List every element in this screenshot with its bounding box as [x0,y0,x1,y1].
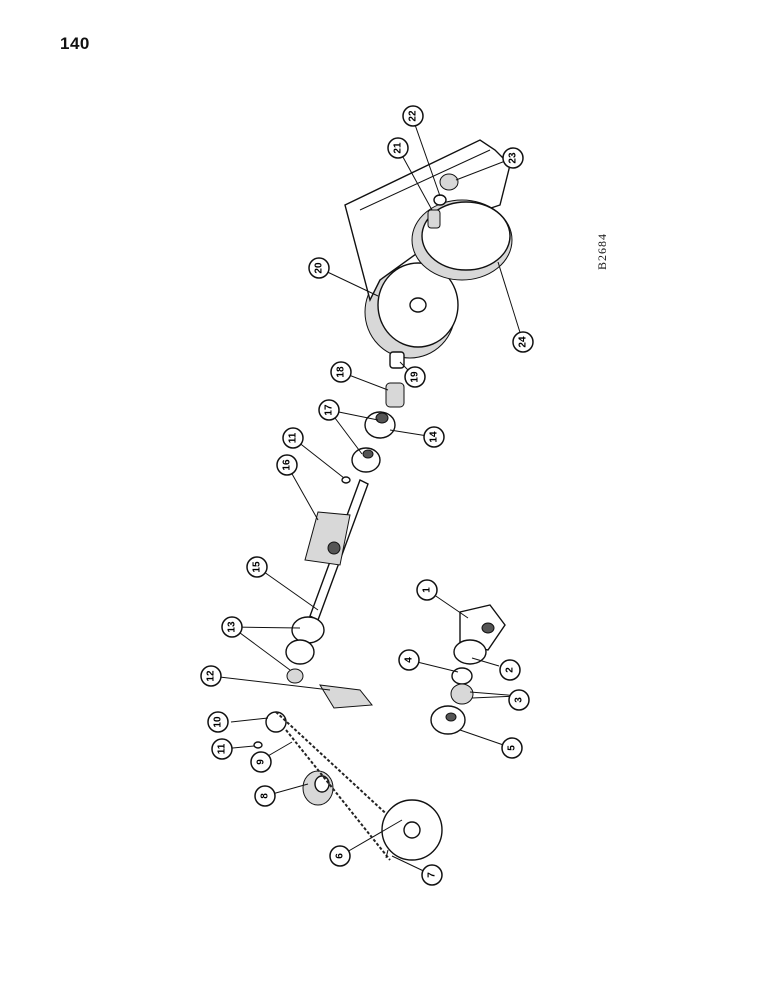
callout-20: 20 [308,257,330,279]
callout-8: 8 [254,785,276,807]
callout-7: 7 [421,864,443,886]
callout-21: 21 [387,137,409,159]
callout-label: 22 [408,110,419,122]
bearing-4 [451,667,473,685]
callout-label: 21 [393,142,404,154]
callout-label: 12 [206,670,217,682]
callout-14: 14 [423,426,445,448]
callout-label: 23 [508,152,519,164]
shaft-21 [427,209,441,229]
bearing-13-a [291,616,325,644]
callout-16: 16 [276,454,298,476]
callout-label: 14 [429,431,440,443]
callout-6: 6 [329,845,351,867]
callout-15: 15 [246,556,268,578]
washer-22 [433,194,447,206]
callout-1: 1 [416,579,438,601]
bearing-13-b [285,639,315,665]
pulley-20 [364,262,459,359]
callout-label: 7 [427,872,438,878]
chain-9 [275,711,421,861]
callout-3: 3 [508,689,530,711]
callout-label: 11 [288,432,299,443]
pulley-24 [411,199,513,281]
bearing-block-16 [304,511,351,566]
callout-11-upper: 11 [282,427,304,449]
callout-9: 9 [250,751,272,773]
bearing-3 [450,683,474,705]
callout-19: 19 [404,366,426,388]
callout-23: 23 [502,147,524,169]
callout-label: 2 [505,667,516,673]
sprocket-10 [265,711,287,733]
bushing-19 [389,351,405,369]
callout-label: 24 [518,336,529,348]
spacer-18 [385,382,405,408]
callout-label: 18 [336,366,347,378]
callout-label: 4 [404,657,415,663]
bearing-23 [439,173,459,191]
callout-22: 22 [402,105,424,127]
callout-5: 5 [501,737,523,759]
callout-label: 17 [324,404,335,416]
callout-label: 10 [213,716,224,728]
callout-label: 15 [252,561,263,573]
callout-2: 2 [499,659,521,681]
callout-17: 17 [318,399,340,421]
callout-label: 13 [227,621,238,633]
callout-label: 5 [507,745,518,751]
callout-18: 18 [330,361,352,383]
callout-11-lower: 11 [211,738,233,760]
key-11-upper [341,476,351,484]
page-number: 140 [60,34,90,53]
callout-label: 11 [217,743,228,754]
callout-label: 3 [514,697,525,703]
key-11-lower [253,741,263,749]
flange-2 [453,639,487,665]
key-7 [385,849,389,859]
callout-4: 4 [398,649,420,671]
callout-10: 10 [207,711,229,733]
callout-label: 19 [410,371,421,383]
callout-24: 24 [512,331,534,353]
bearing-13-c [286,668,304,684]
callout-13: 13 [221,616,243,638]
callout-label: 16 [282,459,293,471]
callout-label: 6 [335,853,346,859]
callout-label: 9 [256,759,267,765]
callout-label: 1 [422,587,433,593]
parts-drawing [253,139,513,861]
callout-label: 8 [260,793,271,799]
callout-label: 20 [314,262,325,274]
bracket-12 [319,684,373,709]
callout-12: 12 [200,665,222,687]
